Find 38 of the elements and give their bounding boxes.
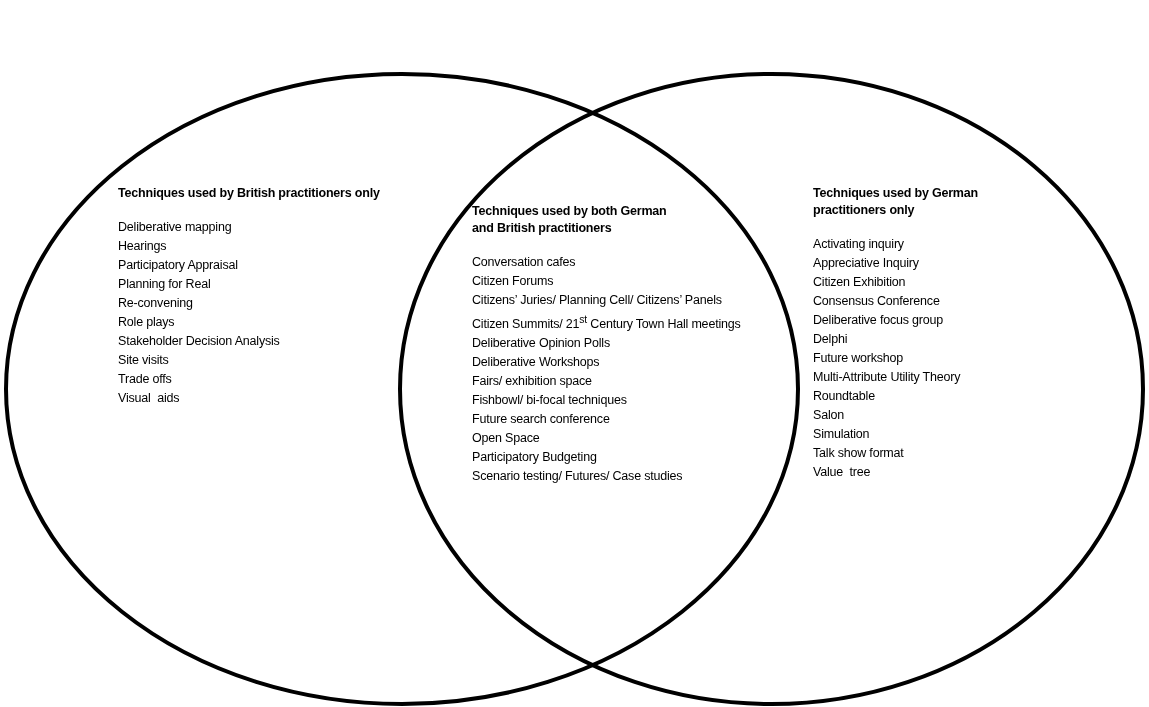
technique-item: Deliberative Workshops [472,354,601,372]
technique-item: Delphi [813,331,849,348]
technique-item: Participatory Appraisal [118,257,239,274]
technique-item: Citizen Forums [472,273,555,290]
region-heading: Techniques used by British practitioners only [118,185,381,202]
technique-item: Role plays [118,314,176,331]
technique-item: Trade offs [118,371,173,388]
technique-item: Hearings [118,238,168,255]
technique-item: Citizen Summits/ 21$^{st}$ Century Town Hall meetings [472,313,742,334]
region-heading: Techniques used by German practitioners only [813,185,979,219]
technique-item: Activating inquiry [813,236,905,253]
technique-item: Citizens’ Juries/ Planning Cell/ Citizens’ Panels [472,292,723,309]
technique-item: Talk show format [813,445,905,462]
technique-item: Value tree [813,464,872,481]
technique-item: Scenario testing/ Futures/ Case studies [472,468,684,486]
technique-item: Conversation cafes [472,254,577,271]
technique-item: Deliberative focus group [813,312,944,329]
technique-item: Participatory Budgeting [472,449,598,467]
technique-item: Citizen Exhibition [813,274,907,291]
technique-item: Fairs/ exhibition space [472,373,593,391]
technique-item: Visual aids [118,390,181,407]
technique-item: Simulation [813,426,871,443]
technique-item: Salon [813,407,845,424]
technique-item: Planning for Real [118,276,212,293]
technique-item: Consensus Conference [813,293,941,310]
technique-item: Fishbowl/ bi-focal techniques [472,392,628,410]
technique-item: Deliberative Opinion Polls [472,335,611,353]
region-heading: Techniques used by both German and British practitioners [472,203,668,237]
technique-item: Open Space [472,430,541,448]
technique-item: Future search conference [472,411,611,429]
technique-item: Appreciative Inquiry [813,255,920,272]
technique-item: Site visits [118,352,170,369]
technique-item: Multi-Attribute Utility Theory [813,369,962,386]
technique-item: Stakeholder Decision Analysis [118,333,281,350]
technique-item: Roundtable [813,388,876,405]
technique-item: Future workshop [813,350,905,367]
technique-item: Re-convening [118,295,194,312]
technique-item: Deliberative mapping [118,219,233,236]
